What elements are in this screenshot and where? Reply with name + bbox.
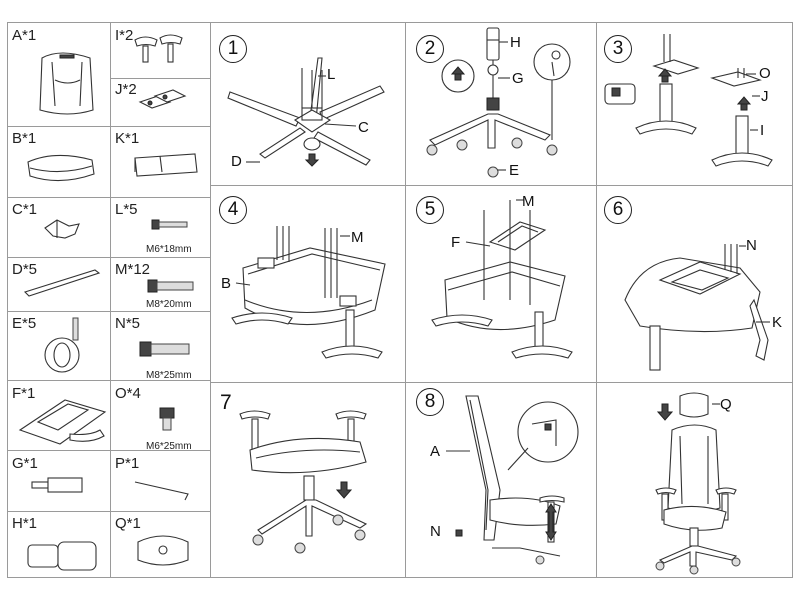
part-label-C: C*1 [12, 201, 38, 218]
step-2-callout-G: G [512, 70, 524, 87]
arrow-down-icon [335, 481, 353, 499]
part-label-A: A*1 [12, 27, 37, 44]
step-4-number: 4 [219, 196, 247, 224]
part-label-I: I*2 [115, 27, 134, 44]
part-size-O: M6*25mm [146, 441, 192, 452]
step-6-callout-K: K [772, 314, 783, 331]
step-3-callout-O: O [759, 65, 771, 82]
part-label-M: M*12 [115, 261, 151, 278]
part-size-L: M6*18mm [146, 244, 192, 255]
part-label-P: P*1 [115, 455, 140, 472]
step-5-callout-M: M [522, 193, 535, 210]
final-callout-Q: Q [720, 396, 732, 413]
part-label-H: H*1 [12, 515, 38, 532]
step-5-number: 5 [416, 196, 444, 224]
step-1-callout-C: C [358, 119, 369, 136]
part-label-N: N*5 [115, 315, 141, 332]
step-1-callout-D: D [231, 153, 242, 170]
part-label-J: J*2 [115, 81, 137, 98]
step-1-callout-L: L [327, 66, 336, 83]
part-label-B: B*1 [12, 130, 37, 147]
step-2-callout-H: H [510, 34, 521, 51]
part-label-L: L*5 [115, 201, 138, 218]
step-4-callout-B: B [221, 275, 232, 292]
step-8-callout-A: A [430, 443, 441, 460]
step-7-number: 7 [220, 391, 232, 414]
arrow-down-icon [304, 153, 320, 167]
part-label-O: O*4 [115, 385, 141, 402]
part-size-M: M8*20mm [146, 299, 192, 310]
part-label-D: D*5 [12, 261, 38, 278]
step-4-callout-M: M [351, 229, 364, 246]
part-label-G: G*1 [12, 455, 38, 472]
part-label-Q: Q*1 [115, 515, 141, 532]
step-3-callout-I: I [760, 122, 765, 139]
step-1-number: 1 [219, 35, 247, 63]
part-label-F: F*1 [12, 385, 36, 402]
step-8-number: 8 [416, 388, 444, 416]
part-label-E: E*5 [12, 315, 37, 332]
step-6-number: 6 [604, 196, 632, 224]
step-3-callout-J: J [761, 88, 769, 105]
arrow-up-icon [450, 66, 466, 81]
step-8-callout-N: N [430, 523, 441, 540]
arrow-down-icon [656, 403, 674, 421]
step-2-number: 2 [416, 35, 444, 63]
step-5-callout-F: F [451, 234, 461, 251]
step-2-callout-E: E [509, 162, 520, 179]
step-6-callout-N: N [746, 237, 757, 254]
part-label-K: K*1 [115, 130, 140, 147]
step-3-number: 3 [604, 35, 632, 63]
part-size-N: M8*25mm [146, 370, 192, 381]
